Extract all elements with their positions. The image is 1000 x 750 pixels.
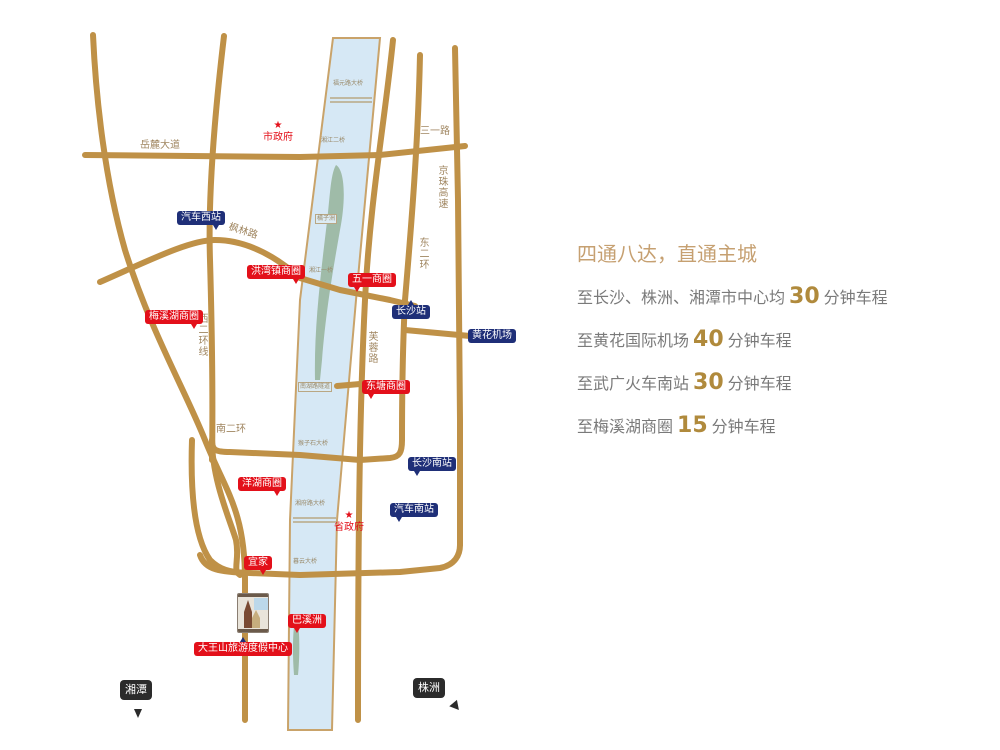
bridge-label-houzishi: 猴子石大桥 xyxy=(298,440,329,447)
resort-picture-icon xyxy=(237,593,269,633)
poi-resort[interactable]: 大王山旅游度假中心 xyxy=(194,637,292,656)
road-label-sanyi-road: 三一路 xyxy=(420,126,450,137)
info-line-prefix: 至黄花国际机场 xyxy=(577,331,690,350)
info-line-minutes: 15 xyxy=(677,413,708,438)
bridge-label-xiangjiang-first: 湘江一桥 xyxy=(309,267,334,274)
star-icon: ★ xyxy=(344,510,354,521)
road-label-furong-road: 芙蓉路 xyxy=(368,332,379,365)
poi-west-bus-station[interactable]: 汽车西站 xyxy=(177,211,225,230)
road-west-second-ring xyxy=(206,33,227,463)
poi-yijia[interactable]: 宜家 xyxy=(244,556,272,575)
road-dongtang-link xyxy=(334,381,363,389)
info-line-suffix: 分钟车程 xyxy=(823,288,888,307)
info-line-prefix: 至武广火车南站 xyxy=(577,374,690,393)
poi-wuyi[interactable]: 五一商圈 xyxy=(348,273,396,292)
bridge-label-muyun: 暮云大桥 xyxy=(293,558,318,565)
xiangjiang-river xyxy=(286,37,382,731)
poi-south-bus-station[interactable]: 汽车南站 xyxy=(390,503,438,522)
city-marker-zhuzhou[interactable]: 株洲 xyxy=(413,678,445,698)
road-jingzhu xyxy=(452,45,463,548)
road-label-east-second-ring: 东二环 xyxy=(419,238,430,271)
info-line-minutes: 40 xyxy=(693,327,724,352)
bridge-label-orange-isle: 橘子洲 xyxy=(315,214,338,224)
info-line-minutes: 30 xyxy=(693,370,724,395)
info-title: 四通八达，直通主城 xyxy=(577,242,757,266)
info-line-prefix: 至长沙、株洲、湘潭市中心均 xyxy=(577,288,786,307)
info-line-suffix: 分钟车程 xyxy=(727,374,792,393)
road-label-south-second-ring: 南二环 xyxy=(216,424,246,435)
bridge-label-xiangfu: 湘府路大桥 xyxy=(295,500,326,507)
star-icon: ★ xyxy=(273,120,283,131)
info-line-minutes: 30 xyxy=(789,284,820,309)
poi-baxizhou[interactable]: 巴溪洲 xyxy=(288,614,326,633)
provincial-hall-label: 省政府 xyxy=(334,522,364,533)
bridge-label-nanhu-tunnel: 南湖路隧道 xyxy=(298,382,333,392)
road-east-second-ring xyxy=(399,52,423,443)
road-west-outer xyxy=(90,32,248,723)
info-line-suffix: 分钟车程 xyxy=(727,331,792,350)
road-furong xyxy=(355,37,396,723)
city-hall-label: 市政府 xyxy=(263,132,293,143)
road-bottom-avenue xyxy=(197,542,463,578)
poi-meixihu[interactable]: 梅溪湖商圈 xyxy=(145,310,203,329)
road-yuelu-avenue xyxy=(82,143,468,160)
road-label-jingzhu-expressway: 京珠高速 xyxy=(438,166,449,210)
provincial-hall-marker[interactable]: ★ 省政府 xyxy=(334,510,364,534)
poi-hongwan[interactable]: 洪湾镇商圈 xyxy=(247,265,305,284)
poi-huanghua-airport[interactable]: 黄花机场 xyxy=(468,329,516,343)
city-marker-xiangtan[interactable]: 湘潭 xyxy=(120,680,152,700)
info-line-prefix: 至梅溪湖商圈 xyxy=(577,417,674,436)
bridge-label-fuyuan: 福元路大桥 xyxy=(333,80,364,87)
poi-changsha-station[interactable]: 长沙站 xyxy=(392,300,430,319)
arrow-down-icon xyxy=(134,709,142,718)
poi-dongtang[interactable]: 东塘商圈 xyxy=(362,380,410,399)
road-southwest-loop xyxy=(209,437,243,578)
city-hall-marker[interactable]: ★ 市政府 xyxy=(263,120,293,144)
road-label-west-second-ring: 西二环线 xyxy=(198,314,209,358)
road-label-yuelu-avenue: 岳麓大道 xyxy=(140,140,180,151)
info-line-suffix: 分钟车程 xyxy=(711,417,776,436)
poi-yanghu[interactable]: 洋湖商圈 xyxy=(238,477,286,496)
bridge-label-xiangjiang-second: 湘江二桥 xyxy=(321,137,346,144)
poi-changsha-south-station[interactable]: 长沙南站 xyxy=(408,457,456,476)
